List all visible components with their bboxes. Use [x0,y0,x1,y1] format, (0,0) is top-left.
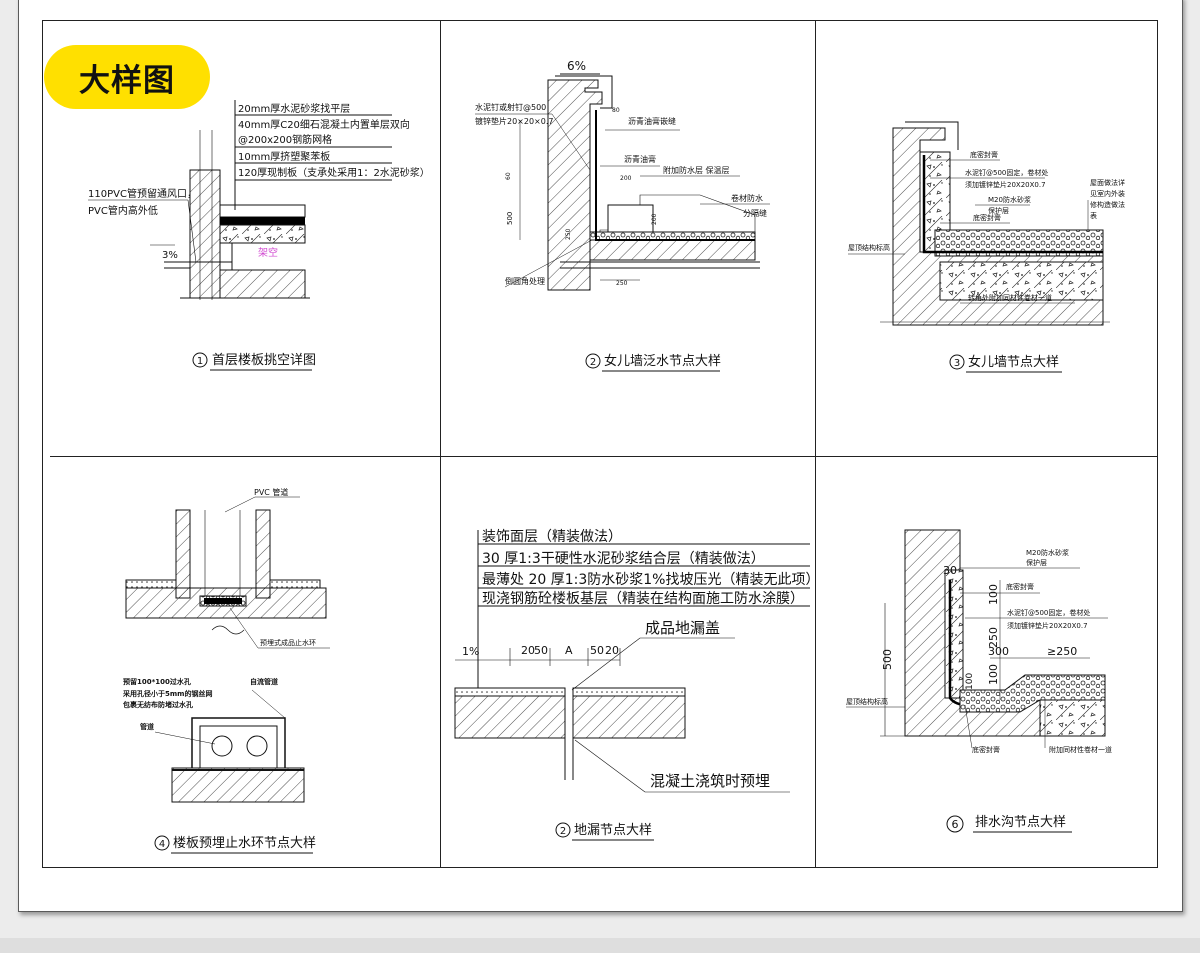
p5-layer-0: 装饰面层（精装做法） [482,529,622,545]
p2-num: 2 [590,357,596,368]
p3-label-11: 转角处附加同材性卷材一道 [968,293,1052,302]
p1-note-0: 20mm厚水泥砂浆找平层 [238,102,350,115]
p1-pvc-note-0: 110PVC管预留通风口， [88,187,197,200]
p2-label-7: 倒圆角处理 [505,276,545,286]
p2-dim-4: 200 [651,213,658,225]
p2-dim-1: 60 [505,172,512,180]
p2-label-6: 分隔缝 [743,208,767,218]
p2-title: 女儿墙泛水节点大样 [604,353,721,369]
p6-num: 6 [952,818,959,831]
p2-label-5: 卷材防水 [731,193,763,203]
p3-label-9: 表 [1090,211,1097,220]
p3-num: 3 [954,358,960,369]
p1-void-label: 架空 [258,246,278,259]
p3-label-0: 底密封膏 [970,150,998,159]
p6-dim-2: 250 [987,627,1000,648]
p6-dim-5: ≥250 [1047,645,1077,658]
p6-label-7: 附加同材性卷材一道 [1049,745,1112,754]
p5-dim-3: A [565,644,573,657]
badge-title: 大样图 [44,45,210,109]
p2-label-3: 沥青油膏 [624,154,656,164]
p2-label-0: 水泥钉或射钉@500 [475,102,546,112]
p6-dim-6: 100 [965,673,975,690]
p5-layer-2: 最薄处 20 厚1:3防水砂浆1%找坡压光（精装无此项） [482,572,819,588]
p6-dim-3: 100 [987,664,1000,685]
p6-label-2: 底密封膏 [1006,582,1034,591]
p1-title: 首层楼板挑空详图 [212,353,316,368]
p4-num: 4 [159,839,165,850]
p4-label-3: 采用孔径小于5mm的钢丝网 [122,689,212,698]
p5-embed-label: 混凝土浇筑时预埋 [650,772,770,790]
p3-label-1: 水泥钉@500固定，卷材处 [965,168,1048,177]
p4-label-0: PVC 管道 [254,487,288,497]
p1-note-4: 120厚现制板（支承处采用1：2水泥砂浆） [238,166,430,179]
p4-label-1: 预埋式成品止水环 [260,638,316,647]
p6-label-1: 保护层 [1026,558,1047,567]
p2-dim-2: 500 [506,212,514,225]
p4-label-5: 自流管道 [250,677,278,686]
p2-dim-5: 250 [565,228,572,240]
p1-note-1: 40mm厚C20细石混凝土内置单层双向 [238,118,410,131]
p1-num: 1 [197,356,203,367]
p6-dim-7: 500 [881,649,894,670]
p3-label-3: M20防水砂浆 [988,195,1031,204]
p3-label-5: 底密封膏 [973,213,1001,222]
p4-label-4: 包裹无纺布防堵过水孔 [123,700,193,709]
p6-label-3: 水泥钉@500固定，卷材处 [1007,608,1090,617]
detail-1-floor-void: 20mm厚水泥砂浆找平层 40mm厚C20细石混凝土内置单层双向 @200x20… [88,100,430,371]
p2-dim-3: 250 [616,280,628,287]
p6-label-0: M20防水砂浆 [1026,548,1069,557]
bottom-bar [0,938,1200,953]
p1-note-2: @200x200钢筋网格 [238,133,332,146]
p6-dim-0: 30 [943,564,957,577]
p3-label-4: 保护层 [988,206,1009,215]
divider-h [50,456,1158,457]
detail-6-drain-trench: M20防水砂浆 保护层 底密封膏 水泥钉@500固定，卷材处 须加镀锌垫片20X… [846,529,1112,833]
detail-3-parapet: 底密封膏 水泥钉@500固定，卷材处 须加镀锌垫片20X20X0.7 M20防水… [848,121,1125,373]
p1-slope: 3% [162,250,178,261]
p2-slope: 6% [567,59,586,73]
p3-label-8: 修构造做法 [1090,200,1125,209]
divider-v1 [440,20,441,868]
p6-title: 排水沟节点大样 [975,815,1066,830]
p5-dim-4: 50 [590,644,604,657]
p5-title: 地漏节点大样 [574,822,652,838]
p5-dim-1: 20 [521,644,535,657]
p5-cover-label: 成品地漏盖 [645,619,720,637]
p5-num: 2 [560,826,566,837]
p3-label-7: 见室内外装 [1090,189,1125,198]
p6-label-4: 须加镀锌垫片20X20X0.7 [1007,621,1088,630]
detail-2-parapet-flashing: 6% 水泥钉或射钉@500 镀锌垫片20×20×0.7 沥青油膏嵌缝 沥青油膏 … [475,59,770,372]
p2-label-1: 镀锌垫片20×20×0.7 [475,116,554,126]
p2-dim-0: 80 [612,107,620,114]
p3-label-10: 屋顶结构标高 [848,243,890,252]
p5-dim-5: 20 [605,644,619,657]
p2-label-4: 附加防水层 保温层 [663,165,730,175]
p3-title: 女儿墙节点大样 [968,354,1059,370]
p6-label-6: 底密封膏 [972,745,1000,754]
p4-label-2: 预留100*100过水孔 [123,677,191,686]
p2-label-2: 沥青油膏嵌缝 [628,116,676,126]
p1-note-3: 10mm厚挤塑聚苯板 [238,150,330,163]
p5-layer-1: 30 厚1:3干硬性水泥砂浆结合层（精装做法） [482,551,765,567]
drawing-frame [42,20,1158,868]
detail-4-waterstop-ring: PVC 管道 预埋式成品止水环 预留100*100过水孔 采用孔径小于5mm的钢… [122,487,330,854]
p1-pvc-note-1: PVC管内高外低 [88,204,158,217]
p3-label-6: 屋面做法详 [1090,178,1125,187]
p4-label-6: 管道 [140,722,154,731]
p6-dim-1: 100 [987,584,1000,605]
p5-dim-2: 50 [534,644,548,657]
detail-5-floor-drain: 装饰面层（精装做法） 30 厚1:3干硬性水泥砂浆结合层（精装做法） 最薄处 2… [454,529,819,841]
p4-title: 楼板预埋止水环节点大样 [173,836,316,851]
p2-dim-6: 200 [620,175,632,182]
divider-v2 [815,20,816,868]
p3-label-2: 须加镀锌垫片20X20X0.7 [965,180,1046,189]
p5-layer-3: 现浇钢筋砼楼板基层（精装在结构面施工防水涂膜） [482,590,804,607]
p5-dim-0: 1% [462,645,479,658]
p6-dim-4: 300 [988,645,1009,658]
p6-label-5: 屋顶结构标高 [846,697,888,706]
